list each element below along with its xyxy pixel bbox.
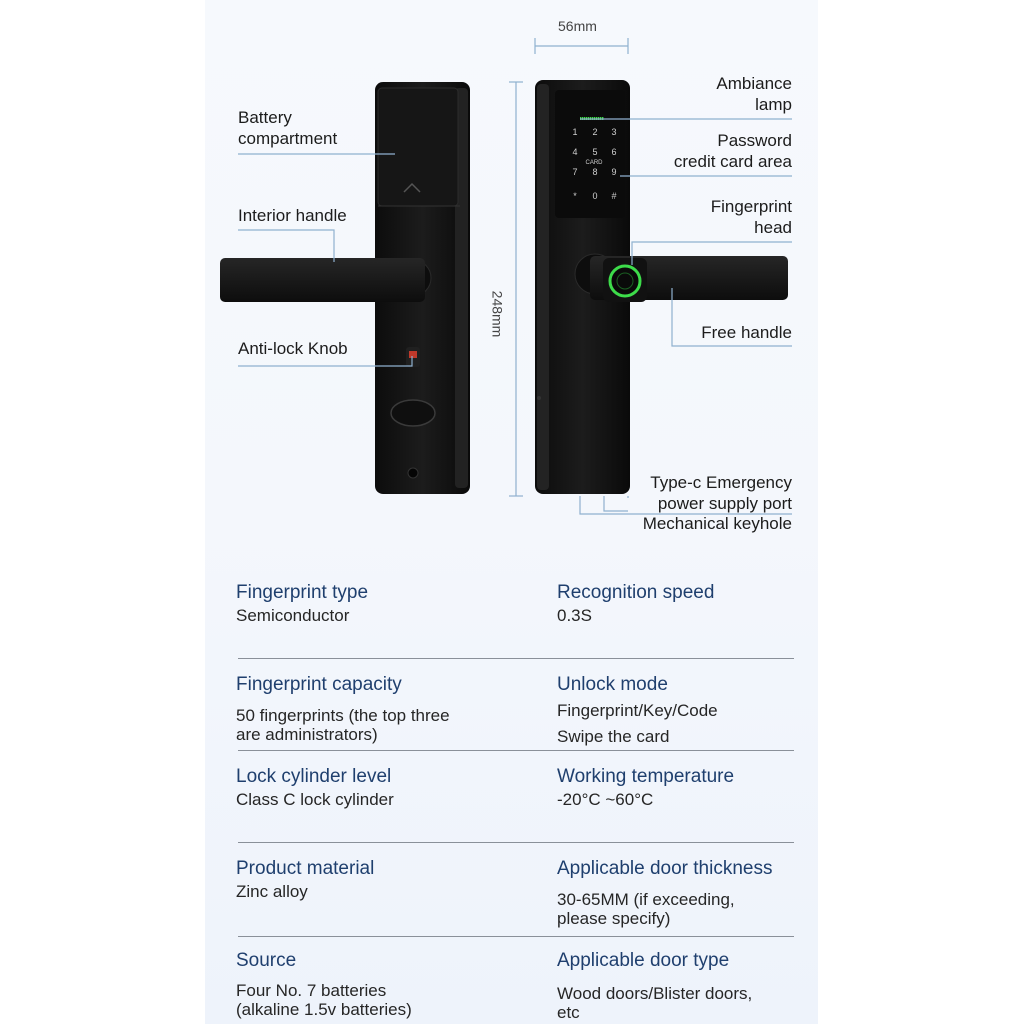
spec-value: 50 fingerprints (the top three are admin… (236, 706, 450, 744)
spec-value: Four No. 7 batteries (alkaline 1.5v batt… (236, 981, 412, 1019)
callout-mechanical-keyhole: Mechanical keyhole (642, 514, 792, 533)
callout-ambiance-lamp: Ambiance lamp (716, 74, 792, 114)
keypad-key: 5 (592, 147, 597, 157)
callout-typec-port: Type-c Emergency power supply port (650, 473, 792, 513)
background-panel (205, 0, 818, 1024)
callout-interior-handle: Interior handle (238, 206, 347, 225)
keypad-key: 2 (592, 127, 597, 137)
callout-free-handle: Free handle (701, 323, 792, 342)
keypad-key: 8 (592, 167, 597, 177)
keypad-key: 3 (611, 127, 616, 137)
spec-value: -20°C ~60°C (557, 790, 654, 809)
spec-value: Wood doors/Blister doors, etc (557, 984, 753, 1022)
spec-title: Unlock mode (557, 674, 668, 695)
divider (238, 936, 794, 937)
callout-fingerprint-head: Fingerprint head (710, 197, 792, 237)
spec-title: Recognition speed (557, 582, 715, 603)
interior-lock-body (220, 82, 470, 494)
divider (238, 750, 794, 751)
width-dimension: 56mm (558, 18, 597, 34)
spec-value: Zinc alloy (236, 882, 308, 901)
spec-value: Class C lock cylinder (236, 790, 394, 809)
callout-password-card-area: Password credit card area (673, 131, 792, 171)
keypad-key: 9 (611, 167, 616, 177)
keypad-key: * (573, 191, 577, 201)
spec-title: Applicable door thickness (557, 858, 773, 879)
divider (238, 842, 794, 843)
keypad: 1 2 3 4 5 6 7 8 9 * 0 # CARD (572, 127, 616, 201)
keypad-key: 7 (572, 167, 577, 177)
spec-title: Applicable door type (557, 950, 730, 971)
spec-title: Fingerprint capacity (236, 674, 402, 695)
keypad-key: 4 (572, 147, 577, 157)
spec-value: Semiconductor (236, 606, 350, 625)
keypad-key: 0 (592, 191, 597, 201)
spec-title: Product material (236, 858, 375, 879)
card-label: CARD (585, 160, 603, 166)
spec-title: Working temperature (557, 766, 735, 787)
callout-battery-compartment: Battery compartment (238, 108, 338, 148)
lock-illustration: 1 2 3 4 5 6 7 8 9 * 0 # CARD (220, 38, 792, 515)
keypad-key: # (611, 191, 616, 201)
keypad-key: 1 (572, 127, 577, 137)
spec-value: 0.3S (557, 606, 592, 625)
leader-lines (238, 118, 792, 515)
spec-title: Source (236, 950, 297, 971)
spec-title: Lock cylinder level (236, 766, 392, 787)
exterior-lock-body (535, 80, 788, 494)
callout-anti-lock-knob: Anti-lock Knob (238, 339, 348, 358)
spec-title: Fingerprint type (236, 582, 369, 603)
spec-value: Fingerprint/Key/Code Swipe the card (557, 701, 718, 746)
keypad-key: 6 (611, 147, 616, 157)
height-dimension: 248mm (489, 290, 506, 338)
spec-value: 30-65MM (if exceeding, please specify) (557, 890, 735, 928)
divider (238, 658, 794, 659)
